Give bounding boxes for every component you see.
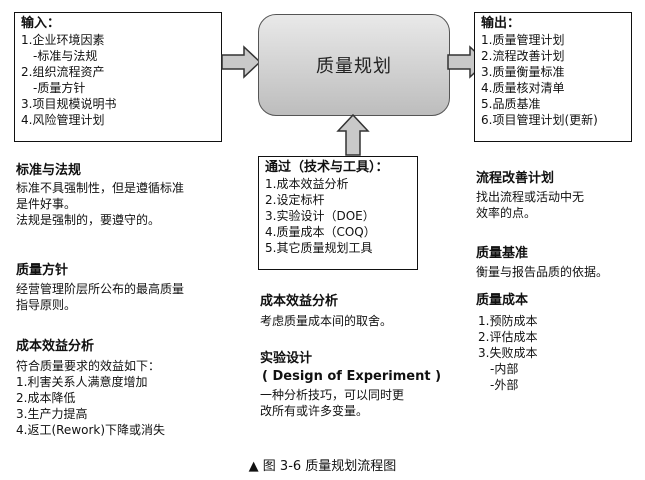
input-item: -标准与法规 bbox=[33, 49, 98, 63]
up-arrow-icon bbox=[336, 113, 370, 156]
output-item: 2.流程改善计划 bbox=[481, 49, 565, 63]
tools-box: 通过（技术与工具）： 1.成本效益分析 2.设定标杆 3.实验设计（DOE） 4… bbox=[258, 156, 418, 270]
quality-baseline-line: 衡量与报告品质的依据。 bbox=[476, 265, 609, 279]
output-item: 4.质量核对清单 bbox=[481, 81, 565, 95]
doe-line: 一种分析技巧，可以同时更 bbox=[260, 388, 405, 402]
cba-left-line: 符合质量要求的效益如下： bbox=[16, 359, 161, 373]
quality-cost-line: -外部 bbox=[490, 378, 519, 392]
process-improvement-title: 流程改善计划 bbox=[476, 171, 555, 186]
standards-line: 标准不具强制性，但是遵循标准 bbox=[16, 181, 185, 195]
quality-baseline-title: 质量基准 bbox=[476, 246, 529, 261]
doe-text: 一种分析技巧，可以同时更 改所有或许多变量。 bbox=[260, 387, 404, 419]
cba-left-line: 2.成本降低 bbox=[16, 391, 76, 405]
tools-title: 通过（技术与工具）： bbox=[265, 160, 389, 175]
cba-left-line: 4.返工(Rework)下降或消失 bbox=[16, 423, 166, 437]
output-item: 1.质量管理计划 bbox=[481, 33, 565, 47]
input-item: 1.企业环境因素 bbox=[21, 33, 105, 47]
output-item: 3.质量衡量标准 bbox=[481, 65, 565, 79]
policy-title: 质量方针 bbox=[16, 263, 69, 278]
quality-cost-line: 3.失败成本 bbox=[478, 346, 538, 360]
center-label: 质量规划 bbox=[316, 56, 392, 77]
tools-item: 2.设定标杆 bbox=[265, 193, 325, 207]
cba-left-line: 3.生产力提高 bbox=[16, 407, 88, 421]
input-item: 3.项目规模说明书 bbox=[21, 97, 117, 111]
tools-item: 5.其它质量规划工具 bbox=[265, 241, 373, 255]
input-item: -质量方针 bbox=[33, 81, 86, 95]
process-improvement-line: 效率的点。 bbox=[476, 206, 537, 220]
input-title: 输入： bbox=[21, 16, 61, 31]
tools-item: 1.成本效益分析 bbox=[265, 177, 349, 191]
output-item: 6.项目管理计划(更新) bbox=[481, 113, 598, 127]
standards-title: 标准与法规 bbox=[16, 163, 82, 178]
quality-cost-text: 1.预防成本 2.评估成本 3.失败成本 -内部 -外部 bbox=[478, 313, 537, 393]
quality-baseline-text: 衡量与报告品质的依据。 bbox=[476, 264, 608, 280]
cba-mid-line: 考虑质量成本间的取舍。 bbox=[260, 314, 393, 328]
standards-text: 标准不具强制性，但是遵循标准 是件好事。 法规是强制的，要遵守的。 bbox=[16, 180, 184, 228]
quality-cost-title: 质量成本 bbox=[476, 293, 529, 308]
policy-line: 指导原则。 bbox=[16, 298, 77, 312]
input-box: 输入： 1.企业环境因素 -标准与法规 2.组织流程资产 -质量方针 3.项目规… bbox=[14, 12, 222, 142]
input-item: 4.风险管理计划 bbox=[21, 113, 105, 127]
quality-planning-process: 质量规划 bbox=[258, 14, 450, 116]
policy-line: 经营管理阶层所公布的最高质量 bbox=[16, 282, 185, 296]
input-item: 2.组织流程资产 bbox=[21, 65, 105, 79]
doe-title: 实验设计 bbox=[260, 351, 313, 366]
right-arrow-icon bbox=[221, 45, 262, 79]
quality-cost-line: 1.预防成本 bbox=[478, 314, 538, 328]
cba-left-line: 1.利害关系人满意度增加 bbox=[16, 375, 148, 389]
standards-line: 法规是强制的，要遵守的。 bbox=[16, 213, 161, 227]
cba-left-text: 符合质量要求的效益如下： 1.利害关系人满意度增加 2.成本降低 3.生产力提高… bbox=[16, 358, 165, 438]
standards-line: 是件好事。 bbox=[16, 197, 77, 211]
cba-mid-title: 成本效益分析 bbox=[260, 294, 339, 309]
cba-left-title: 成本效益分析 bbox=[16, 339, 95, 354]
process-improvement-line: 找出流程或活动中无 bbox=[476, 190, 585, 204]
output-title: 输出： bbox=[481, 16, 521, 31]
quality-cost-line: -内部 bbox=[490, 362, 519, 376]
policy-text: 经营管理阶层所公布的最高质量 指导原则。 bbox=[16, 281, 184, 313]
output-box: 输出： 1.质量管理计划 2.流程改善计划 3.质量衡量标准 4.质量核对清单 … bbox=[474, 12, 632, 142]
figure-caption: ▲ 图 3-6 质量规划流程图 bbox=[248, 459, 397, 474]
quality-cost-line: 2.评估成本 bbox=[478, 330, 538, 344]
tools-item: 3.实验设计（DOE） bbox=[265, 209, 375, 223]
process-improvement-text: 找出流程或活动中无 效率的点。 bbox=[476, 189, 584, 221]
output-item: 5.品质基准 bbox=[481, 97, 541, 111]
tools-item: 4.质量成本（COQ） bbox=[265, 225, 376, 239]
doe-line: 改所有或许多变量。 bbox=[260, 404, 369, 418]
doe-subtitle: ( Design of Experiment ) bbox=[262, 369, 442, 384]
cba-mid-text: 考虑质量成本间的取舍。 bbox=[260, 313, 392, 329]
